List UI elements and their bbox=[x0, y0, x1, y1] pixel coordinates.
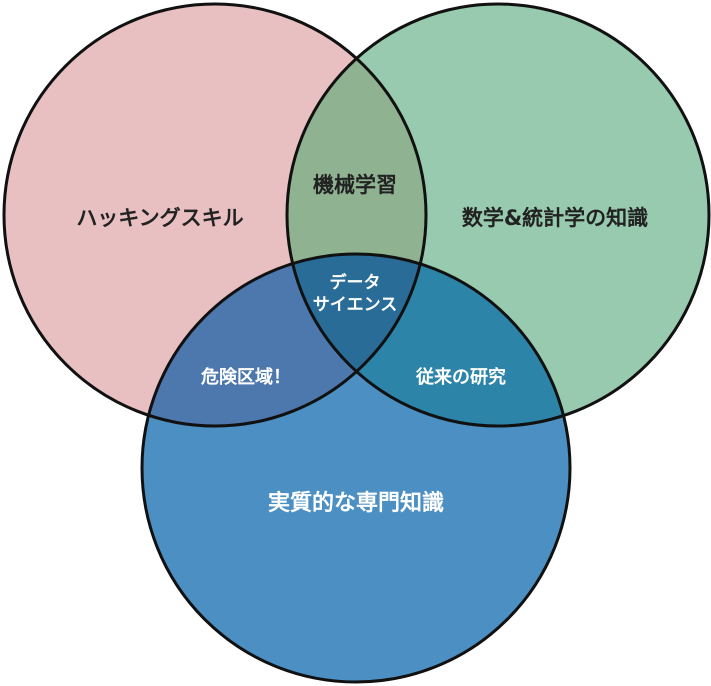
overlap-math-domain bbox=[287, 254, 570, 426]
outline-hacking bbox=[2, 2, 428, 428]
outline-math bbox=[285, 2, 711, 428]
label-data-science-line2: サイエンス bbox=[313, 295, 398, 315]
label-domain-expertise: 実質的な専門知識 bbox=[268, 490, 444, 516]
label-math: 数学&統計学の知識 bbox=[462, 206, 648, 230]
label-hacking: ハッキングスキル bbox=[76, 206, 243, 230]
overlap-hacking-domain bbox=[142, 254, 426, 426]
outline-domain bbox=[140, 252, 572, 684]
label-traditional-research: 従来の研究 bbox=[415, 366, 506, 388]
label-data-science-line1: データ bbox=[330, 272, 381, 293]
label-machine-learning: 機械学習 bbox=[313, 173, 397, 197]
label-danger-zone: 危険区域！ bbox=[200, 366, 291, 388]
